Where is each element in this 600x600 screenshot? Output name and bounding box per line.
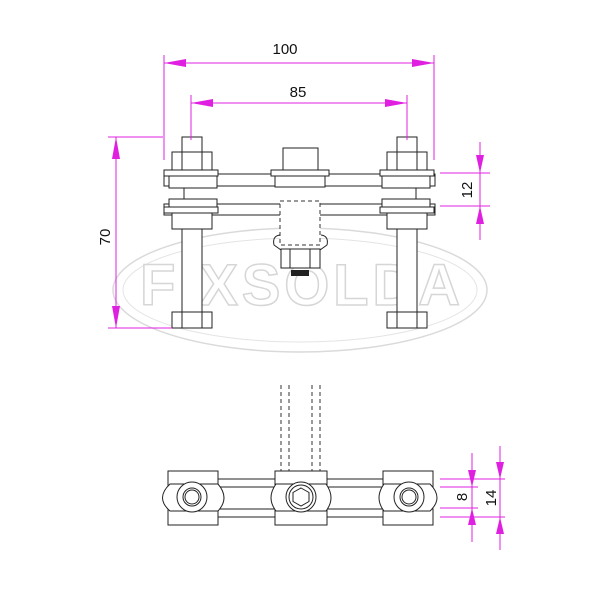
dim-14-label: 14 xyxy=(483,490,500,507)
center-clamp-plan xyxy=(270,470,332,526)
dim-8-label: 8 xyxy=(454,493,471,501)
left-clamp xyxy=(162,470,225,526)
plan-view xyxy=(162,385,438,526)
front-view xyxy=(163,136,436,329)
right-clamp xyxy=(378,470,438,526)
dim-100-label: 100 xyxy=(272,41,297,58)
dim-70-label: 70 xyxy=(97,229,114,246)
dim-85-label: 85 xyxy=(290,84,307,101)
watermark-logo: FIXSOLDA xyxy=(112,227,488,353)
right-bolt xyxy=(379,136,435,329)
hex-socket-icon xyxy=(292,487,310,507)
dimension-labels: 100 85 70 12 8 14 xyxy=(97,41,500,506)
dim-12-label: 12 xyxy=(459,182,476,199)
dimension-lines xyxy=(108,55,505,550)
left-bolt xyxy=(163,136,219,329)
center-clamp xyxy=(270,147,330,276)
